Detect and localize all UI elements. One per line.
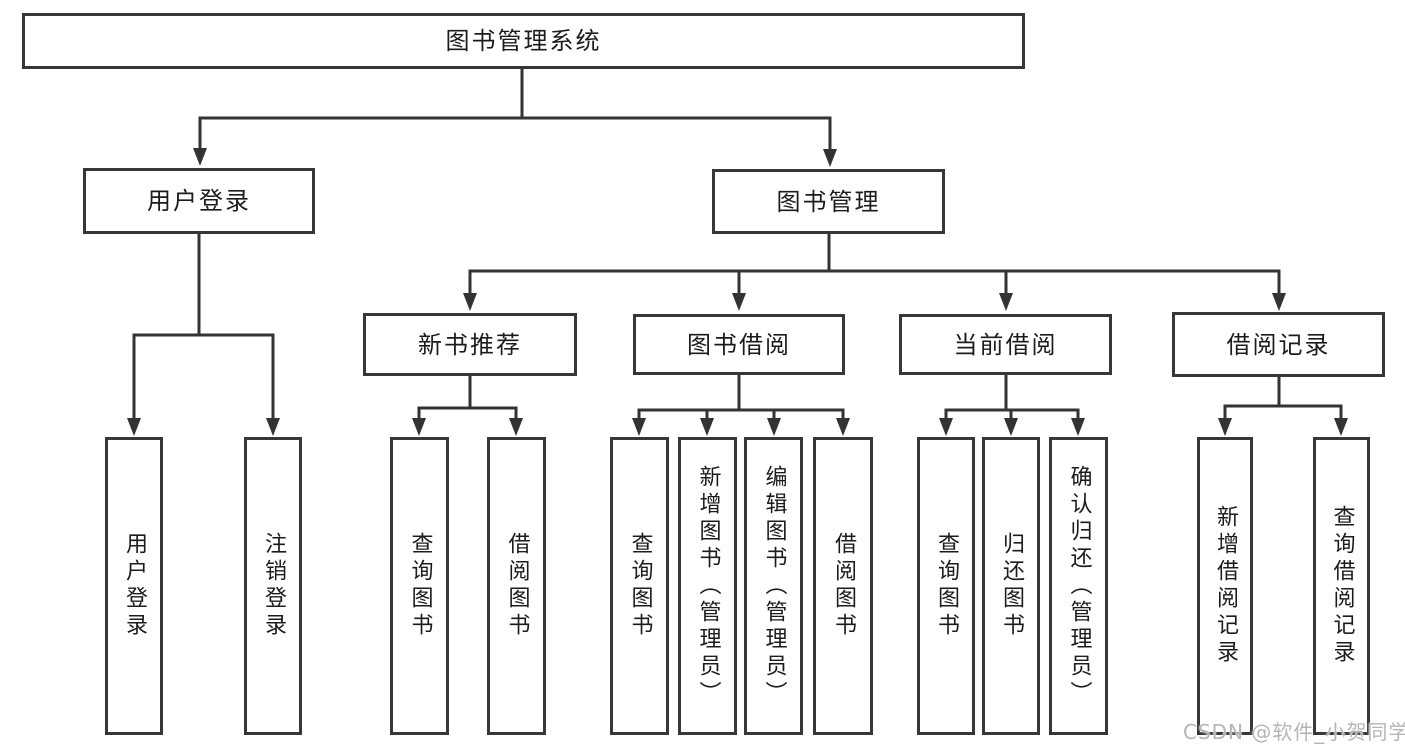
leaf-query-books-2: 查询图书: [610, 437, 669, 735]
leaf-logout: 注销登录: [244, 437, 302, 735]
leaf-borrow-books-2: 借阅图书: [813, 437, 873, 735]
csdn-watermark: CSDN @软件_小贺同学: [1183, 720, 1405, 744]
node-new-book-recommendation: 新书推荐: [363, 313, 577, 376]
leaf-return-books: 归还图书: [982, 437, 1040, 735]
leaf-query-books-3: 查询图书: [917, 437, 975, 735]
leaf-confirm-return-admin: 确认归还（管理员）: [1049, 437, 1108, 735]
node-user-login: 用户登录: [83, 168, 315, 234]
leaf-user-login: 用户登录: [105, 437, 163, 735]
leaf-add-borrow-record: 新增借阅记录: [1197, 437, 1253, 735]
node-current-borrowing: 当前借阅: [899, 314, 1112, 375]
leaf-query-borrow-record: 查询借阅记录: [1313, 437, 1370, 735]
node-book-borrowing: 图书借阅: [633, 314, 845, 375]
node-root-system: 图书管理系统: [22, 13, 1025, 69]
leaf-edit-books-admin: 编辑图书（管理员）: [744, 437, 803, 735]
leaf-add-books-admin: 新增图书（管理员）: [678, 437, 737, 735]
leaf-query-books-1: 查询图书: [390, 437, 449, 735]
leaf-borrow-books-1: 借阅图书: [487, 437, 546, 735]
node-book-management: 图书管理: [712, 169, 945, 234]
node-borrowing-records: 借阅记录: [1172, 312, 1385, 377]
